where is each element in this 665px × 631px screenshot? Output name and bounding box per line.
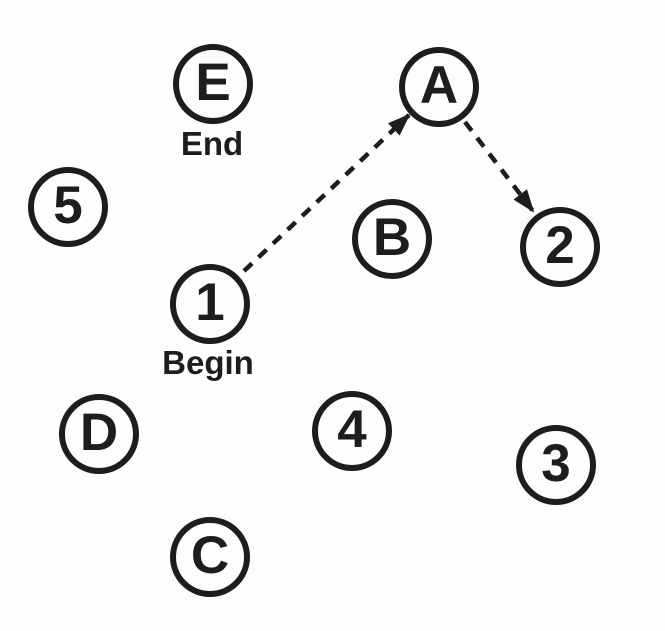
- node-d-label: D: [79, 403, 119, 462]
- node-4-label: 4: [337, 400, 367, 459]
- node-5[interactable]: 5: [28, 167, 108, 247]
- node-d[interactable]: D: [59, 394, 139, 474]
- node-a-label: A: [419, 56, 459, 115]
- arrow-a-to-2: [463, 120, 535, 213]
- node-4[interactable]: 4: [312, 391, 392, 471]
- node-3-label: 3: [541, 434, 571, 493]
- node-3[interactable]: 3: [516, 425, 596, 505]
- end-label: End: [180, 125, 244, 162]
- node-2-label: 2: [545, 216, 575, 275]
- node-a[interactable]: A: [399, 47, 479, 127]
- node-b-label: B: [372, 208, 412, 267]
- node-2[interactable]: 2: [520, 207, 600, 287]
- node-1[interactable]: 1: [170, 264, 250, 344]
- node-5-label: 5: [53, 176, 83, 235]
- node-1-label: 1: [195, 273, 225, 332]
- node-c-label: C: [190, 526, 230, 585]
- node-e[interactable]: E: [173, 44, 253, 124]
- node-e-label: E: [195, 53, 231, 112]
- node-c[interactable]: C: [170, 517, 250, 597]
- begin-label: Begin: [162, 344, 254, 381]
- node-b[interactable]: B: [352, 199, 432, 279]
